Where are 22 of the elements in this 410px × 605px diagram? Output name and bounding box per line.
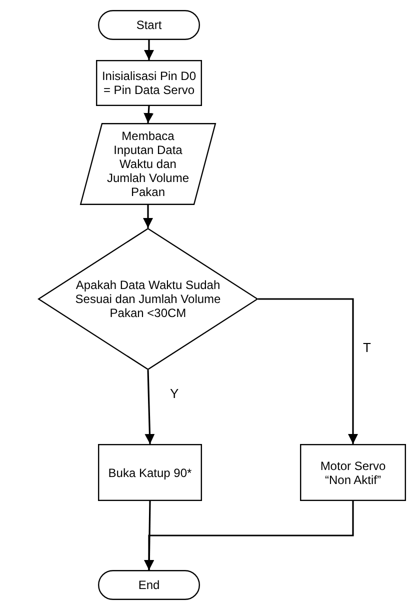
- decision-diamond: [38, 228, 258, 370]
- terminal-shape: [98, 570, 200, 600]
- node-label: Membaca Inputan Data Waktu dan Jumlah Volume Pakan: [106, 129, 190, 199]
- process-box: [98, 444, 202, 501]
- node-label: Motor Servo “Non Aktif”: [319, 458, 387, 486]
- node-label: Inisialisasi Pin D0 = Pin Data Servo: [100, 69, 198, 97]
- terminal-shape: [98, 10, 200, 40]
- edge-label: Y: [168, 386, 181, 401]
- arrow: [144, 501, 354, 570]
- process-box: [300, 444, 406, 501]
- arrow: [144, 370, 155, 444]
- node-label: Apakah Data Waktu Sudah Sesuai dan Jumlah Volume Pakan <30CM: [74, 278, 222, 320]
- node-label: End: [137, 578, 161, 592]
- arrow: [144, 106, 154, 124]
- edge-label: T: [361, 340, 373, 355]
- input-parallelogram: [80, 123, 216, 205]
- process-box: [96, 60, 202, 106]
- arrow: [258, 298, 358, 444]
- arrow: [143, 205, 153, 228]
- node-label: Start: [135, 18, 163, 32]
- arrow: [144, 40, 154, 60]
- node-label: Buka Katup 90*: [107, 466, 193, 480]
